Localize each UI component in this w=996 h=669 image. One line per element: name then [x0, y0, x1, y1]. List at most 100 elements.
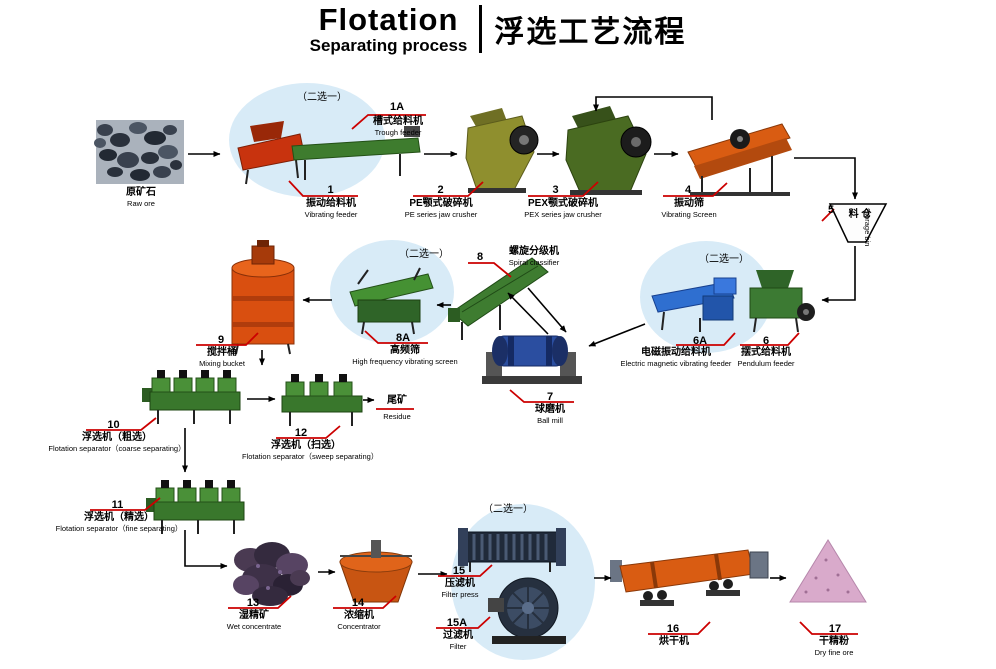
label-spiral-classifier-en: Spiral classifier [508, 258, 560, 267]
label-spiral-classifier-zh: 螺旋分级机 [509, 246, 559, 257]
electromagnetic-vibrating-feeder-illustration [651, 277, 737, 332]
label-wet-concentrate: 湿精矿 Wet concentrate [212, 610, 296, 631]
title-english-main: Flotation [318, 2, 459, 37]
label-wet-concentrate-number: 13 [246, 597, 260, 609]
label-residue-en: Residue [383, 412, 411, 421]
label-mixing-bucket-number: 9 [217, 334, 225, 346]
label-concentrator-en: Concentrator [337, 622, 381, 631]
title-english-block: Flotation Separating process [310, 4, 468, 54]
title-english-sub: Separating process [309, 36, 468, 55]
label-pe-crusher-zh: PE颚式破碎机 [409, 198, 473, 209]
label-trough-feeder-zh: 槽式给料机 [373, 116, 423, 127]
label-flotation-fine-zh: 浮选机（精选） [84, 512, 154, 523]
label-hf-screen-en: High frequency vibrating screen [352, 357, 458, 366]
label-vibrating-feeder-en: Vibrating feeder [304, 210, 358, 219]
label-wet-concentrate-zh: 湿精矿 [239, 610, 269, 621]
flotation-machine-sweep-illustration [281, 374, 363, 426]
ball-mill-illustration [482, 335, 582, 384]
label-residue: 尾矿 [376, 395, 418, 407]
concentrator-illustration [339, 540, 413, 603]
label-vibrating-screen: 振动筛 Vibrating Screen [648, 198, 730, 219]
label-raw-ore-zh: 原矿石 [126, 187, 156, 198]
label-residue-zh: 尾矿 [387, 395, 407, 406]
label-dryer-zh: 烘干机 [659, 636, 689, 647]
label-mixing-bucket-zh: 搅拌桶 [207, 347, 237, 358]
rotary-dryer-illustration [610, 549, 769, 606]
label-concentrator-zh: 浓缩机 [344, 610, 374, 621]
label-flotation-fine: 浮选机（精选） Flotation separator（fine separat… [36, 512, 202, 533]
spiral-classifier-illustration [448, 257, 549, 340]
label-flotation-coarse: 浮选机（粗选） Flotation separator（coarse separ… [36, 432, 198, 453]
pendulum-feeder-illustration [749, 270, 815, 333]
title-chinese: 浮选工艺流程 [494, 16, 687, 49]
vibrating-screen-illustration [687, 123, 792, 196]
label-pendulum-feeder-zh: 摆式给料机 [741, 347, 791, 358]
pex-jaw-crusher-illustration [565, 106, 652, 195]
choose-one-label-classifier: （二选一） [399, 249, 449, 260]
label-storage-bin: 料 仓 [838, 209, 882, 221]
label-vibrating-screen-en: Vibrating Screen [661, 210, 717, 219]
page-title: Flotation Separating process 浮选工艺流程 [0, 4, 996, 54]
label-em-feeder-en: Electric magnetic vibrating feeder [620, 359, 732, 368]
callout-lines [86, 114, 858, 635]
label-dry-fine-ore-en: Dry fine ore [814, 648, 854, 657]
label-flotation-sweep: 浮选机（扫选） Flotation separator（sweep separa… [242, 440, 379, 461]
flow-arrows [182, 96, 858, 581]
label-ball-mill-zh: 球磨机 [535, 404, 565, 415]
label-flotation-fine-number: 11 [111, 499, 124, 511]
label-concentrator-number: 14 [351, 597, 365, 609]
mixing-bucket-illustration [231, 240, 295, 355]
label-pendulum-feeder-number: 6 [762, 335, 770, 347]
label-vibrating-screen-zh: 振动筛 [674, 198, 704, 209]
title-divider [479, 5, 483, 53]
label-pex-crusher-en: PEX series jaw crusher [524, 210, 602, 219]
label-hf-screen: 高频筛 High frequency vibrating screen [330, 345, 480, 366]
trough-and-vibrating-feeder-illustration [237, 121, 421, 185]
label-hf-screen-zh: 高频筛 [390, 345, 420, 356]
label-residue-en-wrap: Residue [372, 412, 422, 421]
label-mixing-bucket-en: Mixing bucket [199, 359, 245, 368]
label-pex-crusher-zh: PEX颚式破碎机 [527, 198, 598, 209]
choose-one-label-filters: （二选一） [483, 504, 533, 515]
choose-one-label-feeders: （二选一） [297, 92, 347, 103]
label-pe-crusher-en: PE series jaw crusher [404, 210, 478, 219]
label-trough-feeder-number: 1A [389, 101, 405, 113]
label-flotation-sweep-number: 12 [294, 427, 308, 439]
label-mixing-bucket: 搅拌桶 Mixing bucket [186, 347, 258, 368]
label-flotation-sweep-zh: 浮选机（扫选） [271, 440, 341, 451]
label-ball-mill-en: Ball mill [537, 416, 563, 425]
label-dry-fine-ore-number: 17 [828, 623, 842, 635]
dry-fine-ore-illustration [789, 539, 867, 603]
wet-concentrate-illustration [233, 542, 310, 606]
label-dryer: 烘干机 [644, 636, 704, 648]
label-pendulum-feeder-en: Pendulum feeder [737, 359, 795, 368]
label-filter-press-number: 15 [452, 565, 466, 577]
label-wet-concentrate-en: Wet concentrate [226, 622, 282, 631]
raw-ore-illustration [94, 120, 184, 184]
pe-jaw-crusher-illustration [465, 108, 539, 193]
disc-filter-illustration [488, 577, 566, 644]
label-hf-screen-number: 8A [395, 332, 411, 344]
label-spiral-classifier-number: 8 [476, 251, 484, 263]
label-storage-bin-zh: 料 仓 [848, 209, 872, 220]
label-ball-mill: 球磨机 Ball mill [516, 404, 584, 425]
label-flotation-sweep-en: Flotation separator（sweep separating） [242, 452, 379, 461]
label-vibrating-feeder: 振动给料机 Vibrating feeder [288, 198, 374, 219]
label-storage-bin-en: Storage bin [863, 208, 872, 247]
label-pex-crusher: PEX颚式破碎机 PEX series jaw crusher [508, 198, 618, 219]
filter-press-illustration [458, 528, 566, 572]
label-dryer-number: 16 [666, 623, 680, 635]
label-pendulum-feeder: 摆式给料机 Pendulum feeder [726, 347, 806, 368]
label-raw-ore: 原矿石 Raw ore [95, 187, 187, 208]
label-storage-bin-number: 5 [827, 204, 835, 216]
label-filter-press: 压滤机 Filter press [428, 578, 492, 599]
choose-one-label-feeders-2: （二选一） [699, 254, 749, 265]
label-ball-mill-number: 7 [546, 391, 554, 403]
label-filter-en: Filter [449, 642, 467, 651]
label-vibrating-feeder-zh: 振动给料机 [306, 198, 356, 209]
label-trough-feeder-en: Trough feeder [374, 128, 422, 137]
label-flotation-coarse-en: Flotation separator（coarse separating） [48, 444, 186, 453]
label-raw-ore-en: Raw ore [127, 199, 155, 208]
label-filter: 过滤机 Filter [428, 630, 488, 651]
